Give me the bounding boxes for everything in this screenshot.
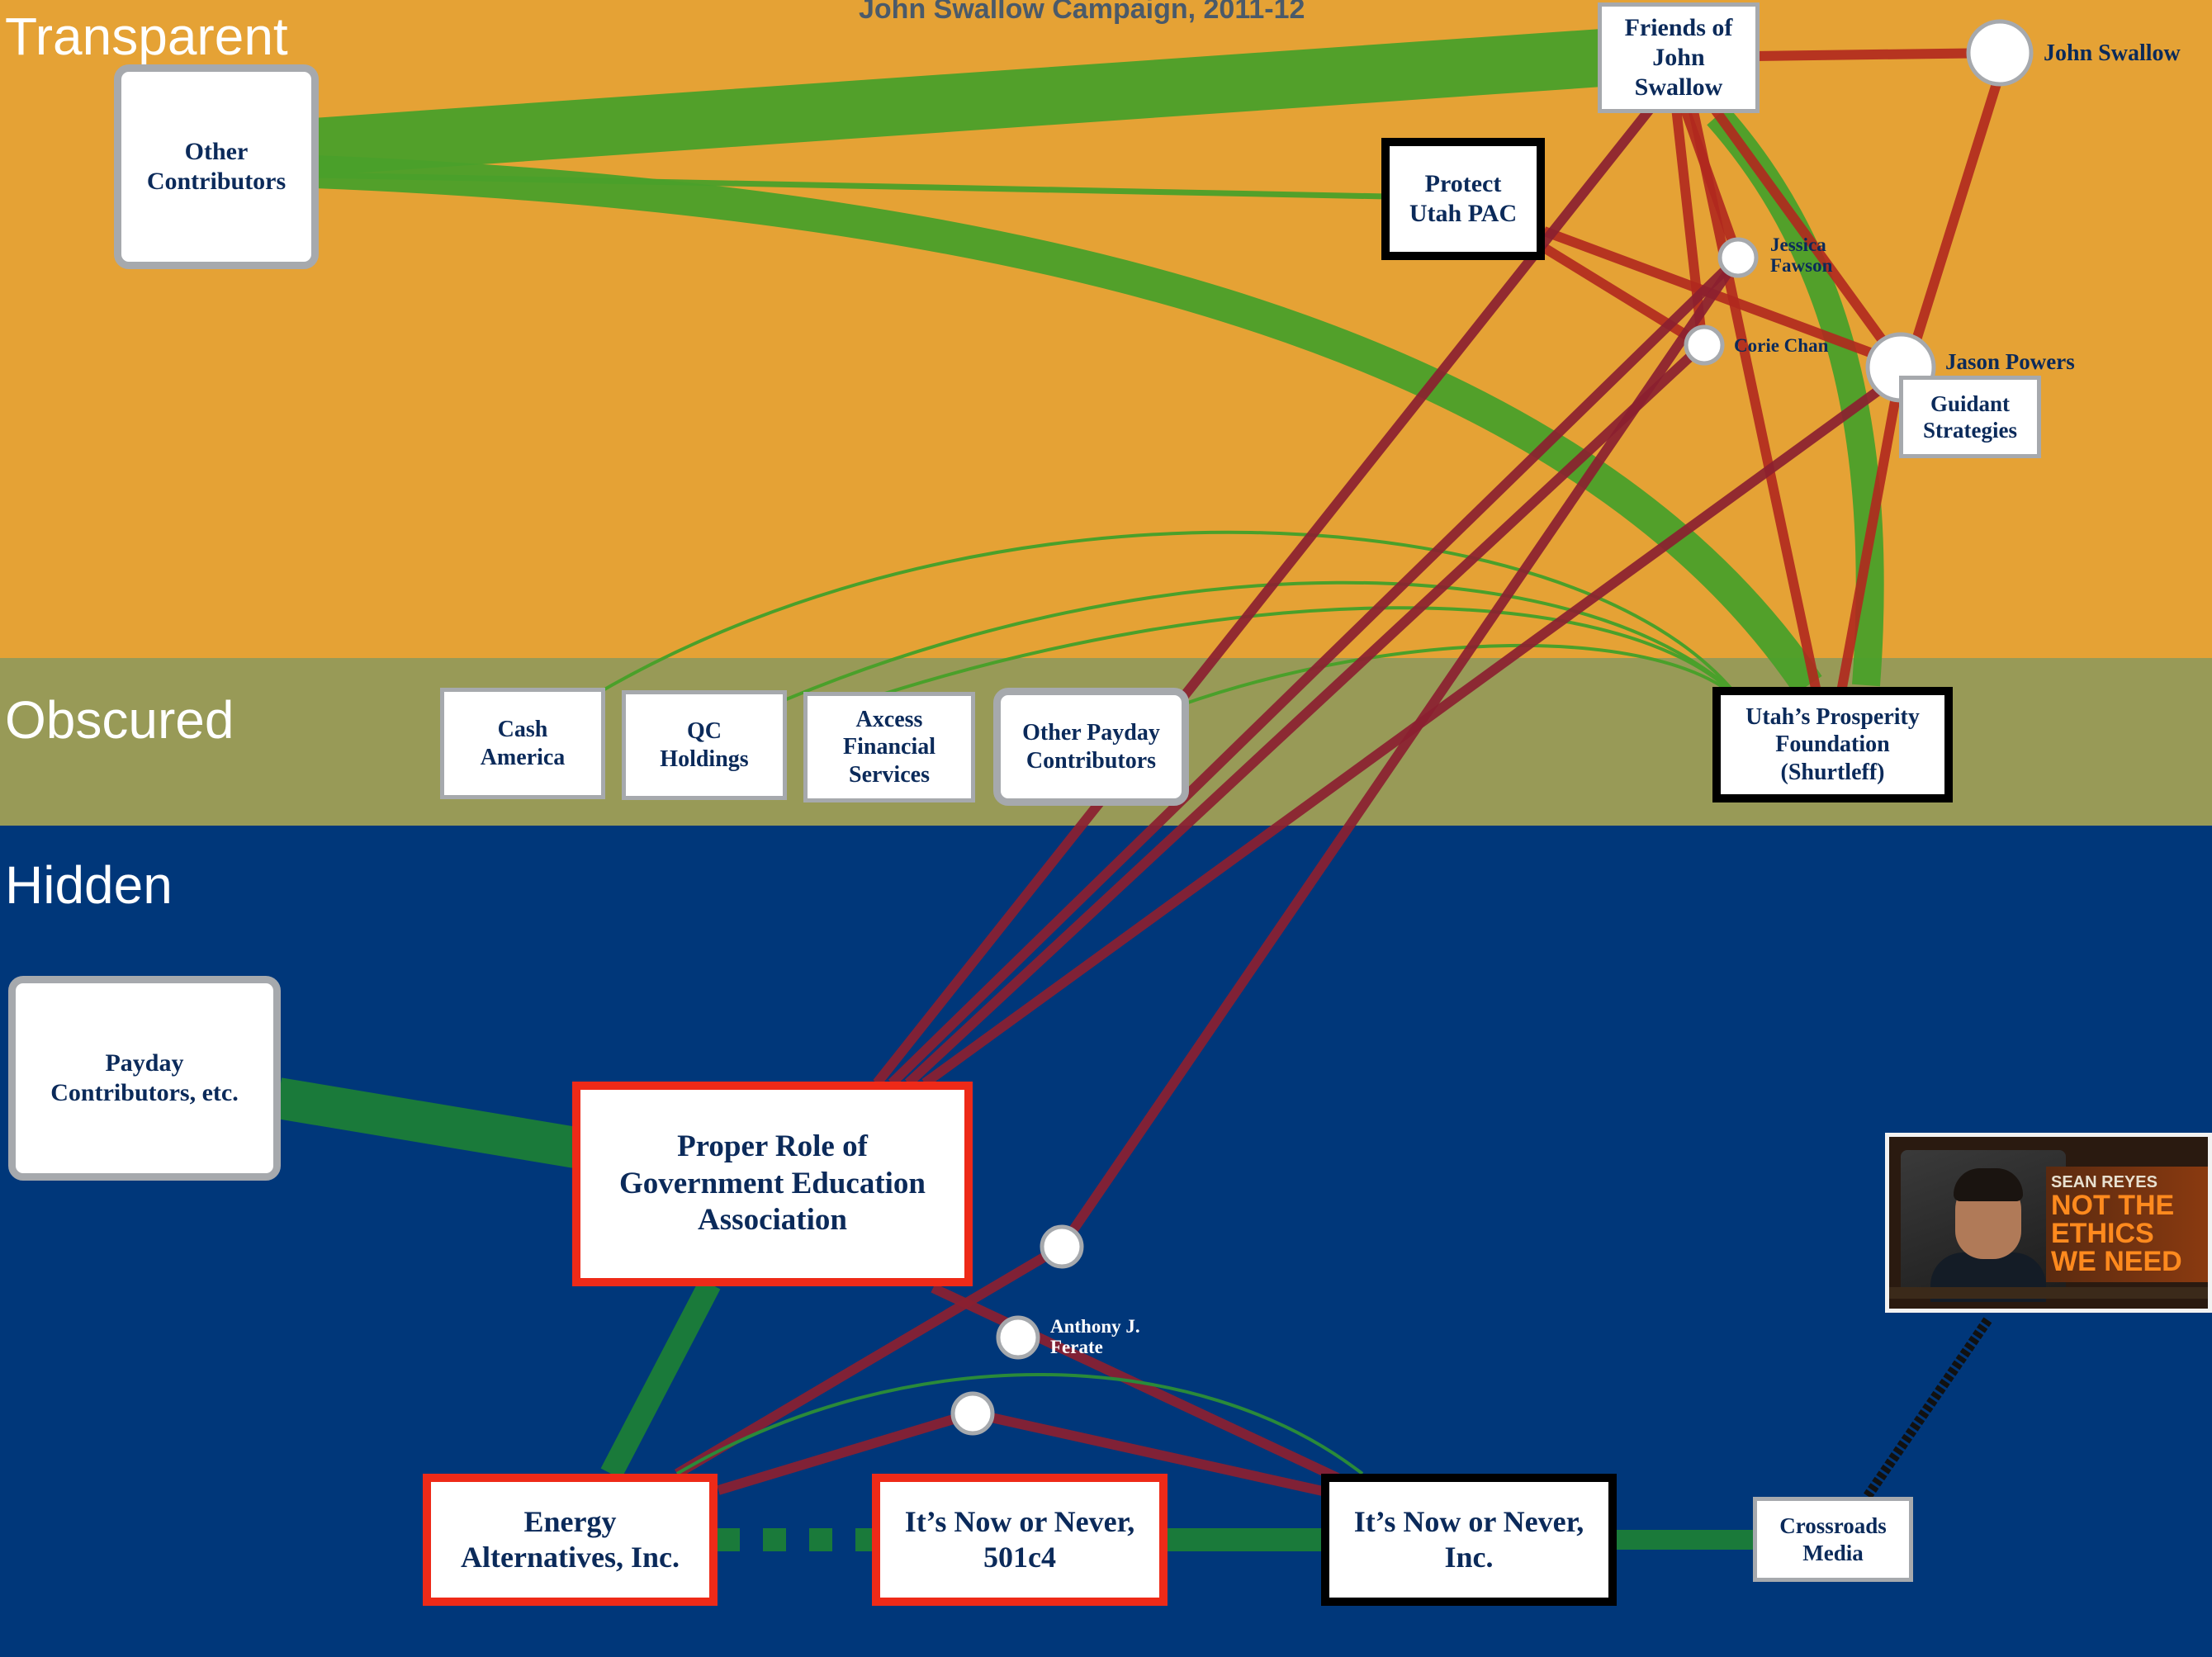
link-jason-to-utahs [1836, 386, 1902, 694]
node-axcess-financial-services[interactable]: Axcess Financial Services [803, 692, 975, 802]
link-protect-to-corie [1541, 243, 1706, 350]
link-anon1-to-jessica [1058, 254, 1742, 1250]
node-its-now-or-never-inc[interactable]: It’s Now or Never, Inc. [1321, 1474, 1617, 1606]
flow-proper-to-energy [600, 1278, 721, 1479]
node-its-now-or-never-501c4[interactable]: It’s Now or Never, 501c4 [872, 1474, 1168, 1606]
link-energy-to-anon2 [717, 1408, 974, 1495]
link-protect-to-jason [1542, 226, 1902, 368]
flow-other-to-friends [311, 29, 1604, 176]
arc-qc-holdings [784, 580, 1736, 702]
video-person-hair [1954, 1168, 2023, 1201]
node-protect-utah-pac[interactable]: Protect Utah PAC [1381, 138, 1545, 260]
diagram-title: John Swallow Campaign, 2011-12 [859, 0, 1305, 25]
video-headline-small: SEAN REYES [2051, 1173, 2158, 1191]
link-friends-to-jason [1709, 104, 1903, 367]
person-label-john-swallow: John Swallow [2044, 40, 2181, 66]
link-energy-to-anon1 [674, 1242, 1065, 1479]
node-guidant-strategies[interactable]: Guidant Strategies [1899, 376, 2041, 458]
band-label-hidden: Hidden [5, 855, 173, 915]
person-node-corie-chan [1684, 324, 1725, 366]
arc-energy-to-inc [675, 1373, 1364, 1475]
link-friends-to-utahs [1688, 106, 1821, 694]
person-node-jessica-fawson [1717, 237, 1759, 278]
person-node-anthony-ferate [996, 1315, 1040, 1360]
node-other-payday-contributors[interactable]: Other Payday Contributors [993, 688, 1189, 806]
node-proper-role-of-government[interactable]: Proper Role of Government Education Asso… [572, 1082, 973, 1286]
video-headline-big: NOT THE ETHICS WE NEED [2051, 1190, 2182, 1277]
node-qc-holdings[interactable]: QC Holdings [622, 690, 787, 800]
arc-other-payday [1180, 643, 1736, 707]
flow-other-to-protect-utah [313, 172, 1388, 200]
person-node-john-swallow [1966, 19, 2034, 87]
person-label-anthony-ferate: Anthony J. Ferate [1050, 1316, 1140, 1358]
link-swallow-to-jason [1911, 77, 2003, 344]
link-friends-to-corie [1671, 107, 1708, 346]
person-label-jason-powers: Jason Powers [1945, 349, 2075, 374]
video-banner [2046, 1167, 2208, 1282]
node-friends-of-john-swallow[interactable]: Friends of John Swallow [1598, 2, 1760, 113]
node-cash-america[interactable]: Cash America [440, 688, 605, 799]
node-other-contributors[interactable]: Other Contributors [114, 64, 319, 269]
arc-axcess [858, 606, 1736, 703]
video-ticker [1889, 1287, 2208, 1299]
link-proper-to-jessica [888, 253, 1742, 1087]
link-proper-to-friends [873, 104, 1655, 1087]
band-label-obscured: Obscured [5, 690, 234, 750]
link-proper-to-corie [904, 341, 1707, 1087]
link-crossroads-to-video [1864, 1316, 1992, 1499]
link-friends-to-swallow [1754, 48, 1999, 61]
person-label-corie-chan: Corie Chan [1734, 335, 1829, 356]
node-crossroads-media[interactable]: Crossroads Media [1753, 1497, 1913, 1582]
band-label-transparent: Transparent [5, 7, 288, 66]
person-node-anonymous-1 [1040, 1224, 1084, 1269]
node-energy-alternatives[interactable]: Energy Alternatives, Inc. [423, 1474, 718, 1606]
person-label-jessica-fawson: Jessica Fawson [1770, 234, 1833, 277]
node-payday-contributors[interactable]: Payday Contributors, etc. [8, 976, 281, 1181]
node-utahs-prosperity-foundation[interactable]: Utah’s Prosperity Foundation (Shurtleff) [1712, 687, 1953, 802]
person-node-anonymous-2 [950, 1391, 995, 1436]
video-thumbnail[interactable]: SEAN REYES NOT THE ETHICS WE NEED [1885, 1133, 2212, 1313]
link-anon2-to-inc [971, 1408, 1339, 1499]
flow-payday-to-proper [274, 1077, 580, 1168]
arc-cash-america [593, 530, 1736, 697]
